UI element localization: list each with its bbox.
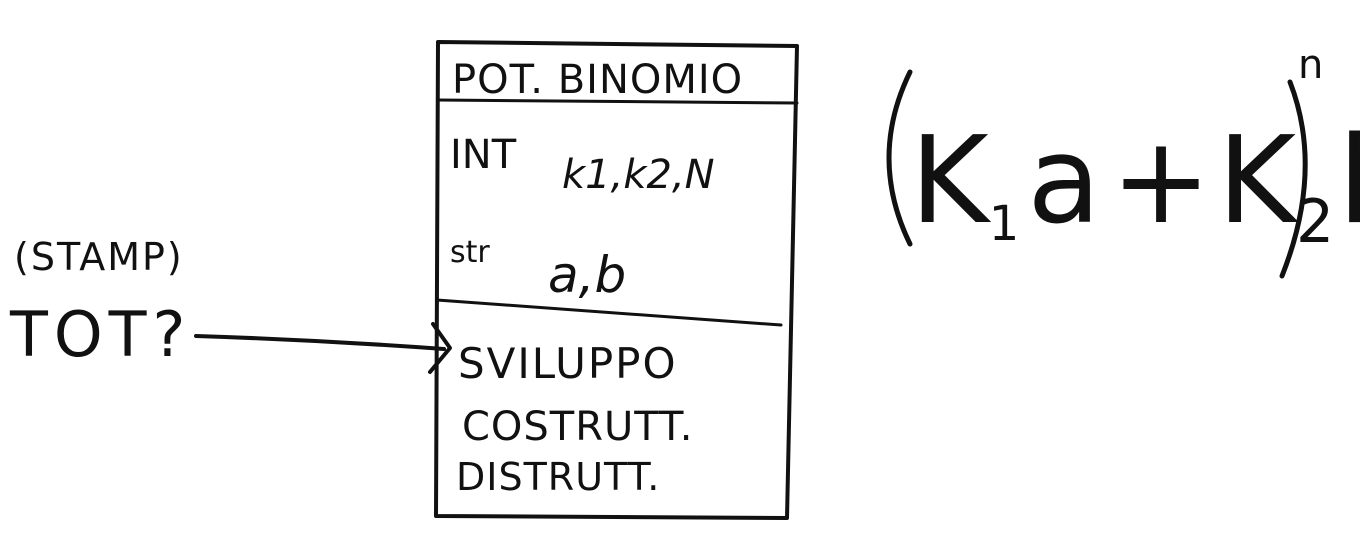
formula-plus: + <box>1111 112 1212 251</box>
formula-b: b <box>1338 112 1360 251</box>
call-arrow <box>194 322 452 374</box>
formula-k2-sub: 2 <box>1296 187 1334 257</box>
formula-k1-sub: 1 <box>989 196 1020 252</box>
method-sviluppo: SVILUPPO <box>458 339 678 388</box>
attribute-type-int: INT <box>450 132 517 178</box>
attribute-names-int: k1,k2,N <box>562 152 715 198</box>
class-box: POT. BINOMIO INT k1,k2,N str a,b SVILUPP… <box>434 40 799 520</box>
formula: K1a+K2b n <box>886 42 1360 279</box>
class-box-outline <box>434 40 799 520</box>
formula-expression: K1a+K2b <box>910 112 1360 257</box>
class-name: POT. BINOMIO <box>452 57 743 103</box>
formula-right-paren <box>1279 79 1308 279</box>
formula-k2: K <box>1217 112 1299 251</box>
caller-note: (STAMP) <box>14 235 184 279</box>
formula-k1: K <box>910 112 992 251</box>
call-arrow-line <box>194 334 446 351</box>
attribute-type-str: str <box>450 235 490 270</box>
formula-a: a <box>1027 112 1101 251</box>
method-distrutt: DISTRUTT. <box>456 455 660 499</box>
caller-label: TOT? <box>9 298 191 371</box>
attributes-divider <box>435 298 783 327</box>
formula-left-paren <box>886 69 913 247</box>
method-costrutt: COSTRUTT. <box>462 404 693 450</box>
attribute-names-str: a,b <box>548 246 626 304</box>
caller: (STAMP) TOT? <box>9 235 191 371</box>
call-arrow-head <box>428 322 452 374</box>
formula-exponent: n <box>1298 42 1323 88</box>
class-name-divider <box>436 98 799 105</box>
